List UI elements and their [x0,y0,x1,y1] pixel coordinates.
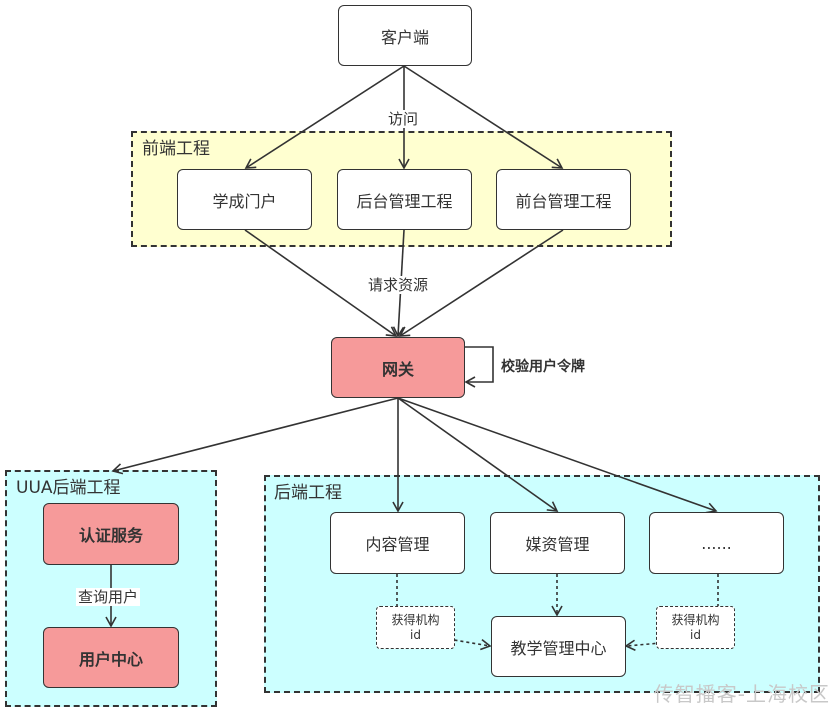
content-management-node: 内容管理 [330,512,465,574]
admin-backend-node: 后台管理工程 [337,169,472,230]
media-management-node: 媒资管理 [490,512,625,574]
edge-label-visit: 访问 [386,110,421,128]
uua-group-label: UUA后端工程 [16,478,121,498]
more-services-node: ...... [649,512,784,574]
portal-node: 学成门户 [177,169,312,230]
frontend-group-label: 前端工程 [142,139,210,159]
get-org-id-tag-right: 获得机构 id [656,606,735,649]
tag-right-line2: id [690,627,701,642]
admin-frontend-node: 前台管理工程 [496,169,631,230]
teaching-center-node: 教学管理中心 [491,616,626,677]
client-node: 客户端 [338,5,472,66]
tag-left-line1: 获得机构 [391,612,440,627]
edge-content-teaching [396,574,492,651]
edge-client-admin-frontend [403,65,564,169]
backend-group-label: 后端工程 [274,483,342,503]
tag-left-line2: id [410,627,421,642]
edge-gateway-media [397,397,559,512]
edge-client-portal [244,65,405,169]
edge-label-request: 请求资源 [366,276,431,294]
tag-right-line1: 获得机构 [671,612,720,627]
edge-label-query-user: 查询用户 [76,588,141,606]
edge-gateway-self [464,346,494,388]
watermark: 传智播客-上海校区 [653,682,830,706]
edge-label-verify-token: 校验用户令牌 [501,359,585,375]
get-org-id-tag-left: 获得机构 id [376,606,455,649]
user-center-node: 用户中心 [43,627,179,688]
auth-service-node: 认证服务 [43,503,179,565]
gateway-node: 网关 [331,337,465,398]
edge-gateway-uua [111,397,399,475]
edge-portal-gateway [244,229,398,337]
edge-gateway-more [397,397,718,514]
edge-admin-frontend-gateway [398,229,564,337]
